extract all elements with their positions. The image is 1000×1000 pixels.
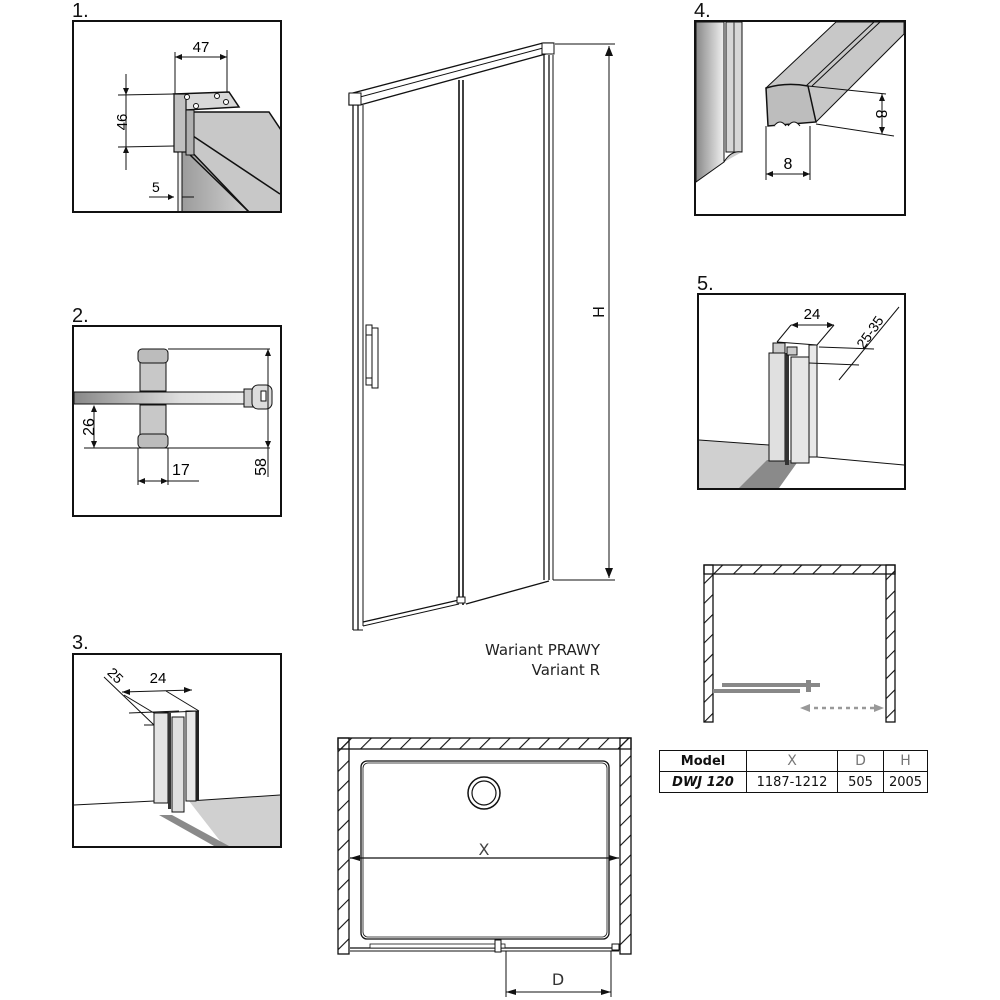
detail-3-drawing: 24 25 (74, 664, 280, 846)
variant-english: Variant R (531, 661, 600, 679)
detail-2-number: 2. (72, 305, 89, 327)
header-model: Model (659, 750, 747, 772)
detail-3-panel: 24 25 (72, 653, 282, 848)
header-x: X (746, 750, 838, 772)
dim-25-35: 25-35 (853, 313, 887, 352)
dim-26: 26 (81, 418, 98, 436)
dim-58: 58 (253, 458, 270, 476)
detail-4-drawing: 8 8 (696, 22, 904, 183)
dim-25: 25 (104, 664, 126, 686)
dim-24: 24 (150, 670, 167, 687)
cell-d: 505 (837, 771, 884, 793)
table-row: DWJ 120 1187-1212 505 2005 (659, 771, 928, 793)
detail-2-panel: 26 58 17 (72, 325, 282, 517)
dim-8-width: 8 (784, 156, 793, 173)
detail-5-panel: 24 25-35 (697, 293, 906, 490)
detail-5-number: 5. (697, 273, 714, 295)
dim-8-height: 8 (872, 110, 889, 119)
detail-1-number: 1. (72, 0, 89, 22)
detail-2-drawing: 26 58 17 (74, 348, 273, 485)
detail-4-panel: 8 8 (694, 20, 906, 216)
dim-5: 5 (152, 179, 160, 195)
cell-x: 1187-1212 (746, 771, 838, 793)
cell-h: 2005 (883, 771, 928, 793)
detail-5-drawing: 24 25-35 (699, 306, 904, 488)
detail-3-number: 3. (72, 632, 89, 654)
spec-table: Model X D H DWJ 120 1187-1212 505 2005 (659, 750, 928, 793)
spec-table-header: Model X D H (659, 750, 928, 772)
variant-label: Wariant PRAWY Variant R (440, 640, 600, 680)
detail-4-number: 4. (694, 0, 711, 22)
header-h: H (883, 750, 928, 772)
header-d: D (837, 750, 884, 772)
cell-model: DWJ 120 (659, 771, 747, 793)
variant-polish: Wariant PRAWY (484, 641, 600, 659)
height-label: H (591, 306, 608, 318)
dim-46: 46 (114, 114, 131, 131)
dim-24: 24 (804, 306, 821, 323)
dim-47: 47 (193, 39, 210, 56)
detail-1-drawing: 47 46 5 (114, 39, 280, 211)
x-dimension-label: X (478, 840, 490, 859)
detail-1-panel: 47 46 5 (72, 20, 282, 213)
d-dimension-label: D (551, 970, 565, 989)
dim-17: 17 (172, 462, 190, 479)
